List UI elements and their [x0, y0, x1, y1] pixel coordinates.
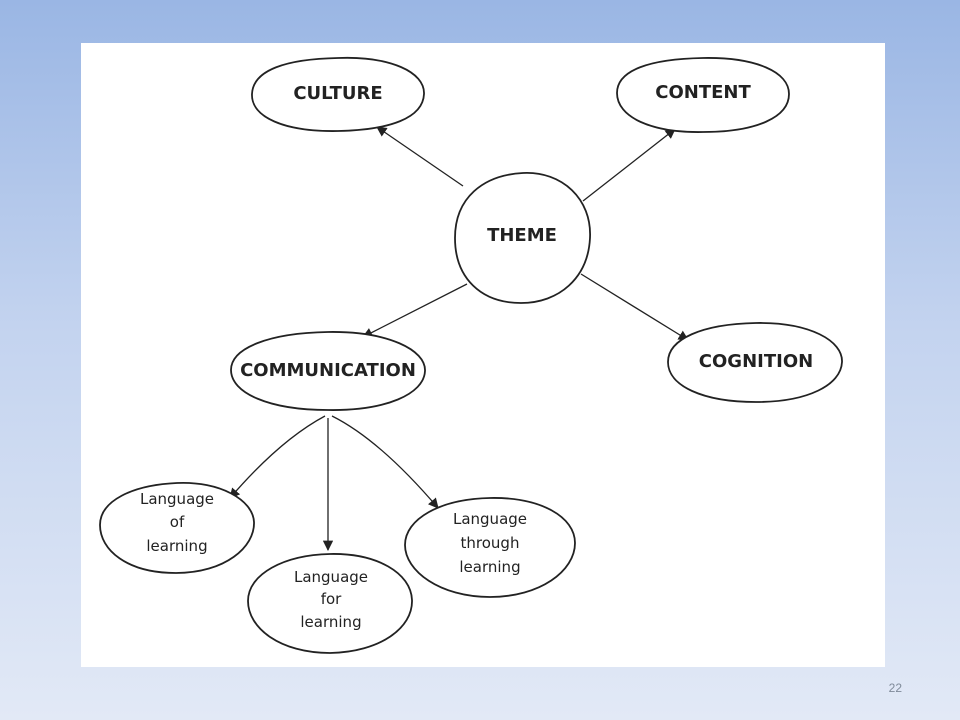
- edge-theme-communication: [362, 283, 468, 338]
- edge-communication-language-through-learning: [331, 415, 439, 509]
- language-of-learning-line-3: learning: [146, 537, 207, 555]
- cognition-label: COGNITION: [699, 351, 813, 372]
- language-for-learning-node: [247, 553, 413, 654]
- language-for-learning-line-1: Language: [294, 568, 368, 586]
- language-of-learning-node: [99, 482, 255, 574]
- language-through-learning-line-2: through: [461, 534, 520, 552]
- language-through-learning-node: [404, 497, 576, 598]
- edge-theme-cognition: [580, 273, 689, 341]
- communication-label: COMMUNICATION: [240, 360, 416, 381]
- edge-theme-content: [582, 128, 676, 202]
- language-of-learning-line-1: Language: [140, 490, 214, 508]
- language-of-learning-line-2: of: [170, 513, 185, 531]
- culture-label: CULTURE: [293, 83, 382, 104]
- culture-node: [251, 56, 425, 132]
- theme-node: [454, 172, 591, 304]
- content-label: CONTENT: [655, 82, 751, 103]
- theme-label: THEME: [487, 225, 557, 246]
- edge-theme-culture: [376, 126, 464, 187]
- edge-communication-language-of-learning: [229, 415, 326, 499]
- language-through-learning-line-1: Language: [453, 510, 527, 528]
- cognition-node: [667, 322, 843, 403]
- language-for-learning-line-2: for: [321, 590, 342, 608]
- language-for-learning-line-3: learning: [300, 613, 361, 631]
- page-number: 22: [888, 681, 902, 695]
- communication-node: [230, 331, 426, 411]
- content-node: [616, 57, 790, 133]
- language-through-learning-line-3: learning: [459, 558, 520, 576]
